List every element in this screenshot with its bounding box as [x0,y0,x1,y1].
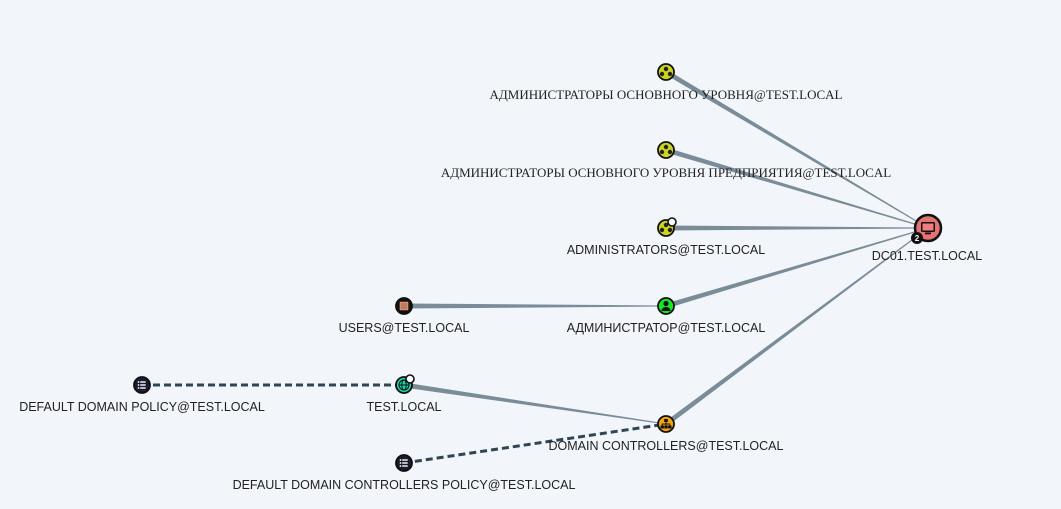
node-test_local[interactable] [395,374,415,394]
node-default_dc_policy[interactable] [395,454,413,472]
edge-adm_core-to-dc01[interactable] [664,69,929,229]
node-label-default_domain_policy: DEFAULT DOMAIN POLICY@TEST.LOCAL [19,400,265,414]
edge-test_local-to-domain_controllers[interactable] [403,382,667,425]
node-label-default_dc_policy: DEFAULT DOMAIN CONTROLLERS POLICY@TEST.L… [232,478,576,492]
node-label-test_local: TEST.LOCAL [366,400,442,414]
node-admin_user[interactable] [657,297,675,315]
node-label-users: USERS@TEST.LOCAL [338,321,470,335]
high-value-marker-icon [667,217,677,227]
node-users[interactable] [395,297,413,315]
node-domain_controllers[interactable] [657,415,675,433]
node-dc01[interactable]: 2 [911,213,943,244]
edge-users-to-admin_user[interactable] [404,303,666,309]
count-badge [911,232,923,244]
count-badge-text: 2 [915,234,920,243]
node-label-admin_user: АДМИНИСТРАТОР@TEST.LOCAL [566,321,766,335]
node-adm_core_ent[interactable] [657,141,675,159]
edge-admin_user-to-dc01[interactable] [665,227,929,309]
node-default_domain_policy[interactable] [133,376,151,394]
edge-administrators-to-dc01[interactable] [666,225,928,231]
node-label-adm_core_ent: АДМИНИСТРАТОРЫ ОСНОВНОГО УРОВНЯ ПРЕДПРИЯ… [440,165,892,180]
container-square-icon [398,300,410,312]
edge-default_dc_policy-to-domain_controllers[interactable] [403,422,667,465]
edges-layer [142,69,929,465]
node-label-domain_controllers: DOMAIN CONTROLLERS@TEST.LOCAL [548,439,784,453]
edge-domain_controllers-to-dc01[interactable] [664,227,929,427]
node-administrators[interactable] [657,217,677,237]
edge-adm_core_ent-to-dc01[interactable] [665,147,929,229]
group-icon [657,63,675,81]
nodes-layer: 2 [133,63,943,472]
node-label-adm_core: АДМИНИСТРАТОРЫ ОСНОВНОГО УРОВНЯ@TEST.LOC… [489,87,843,102]
high-value-marker-icon [405,374,415,384]
node-label-administrators: ADMINISTRATORS@TEST.LOCAL [566,243,766,257]
node-label-dc01: DC01.TEST.LOCAL [871,249,983,263]
node-adm_core[interactable] [657,63,675,81]
group-icon [657,141,675,159]
